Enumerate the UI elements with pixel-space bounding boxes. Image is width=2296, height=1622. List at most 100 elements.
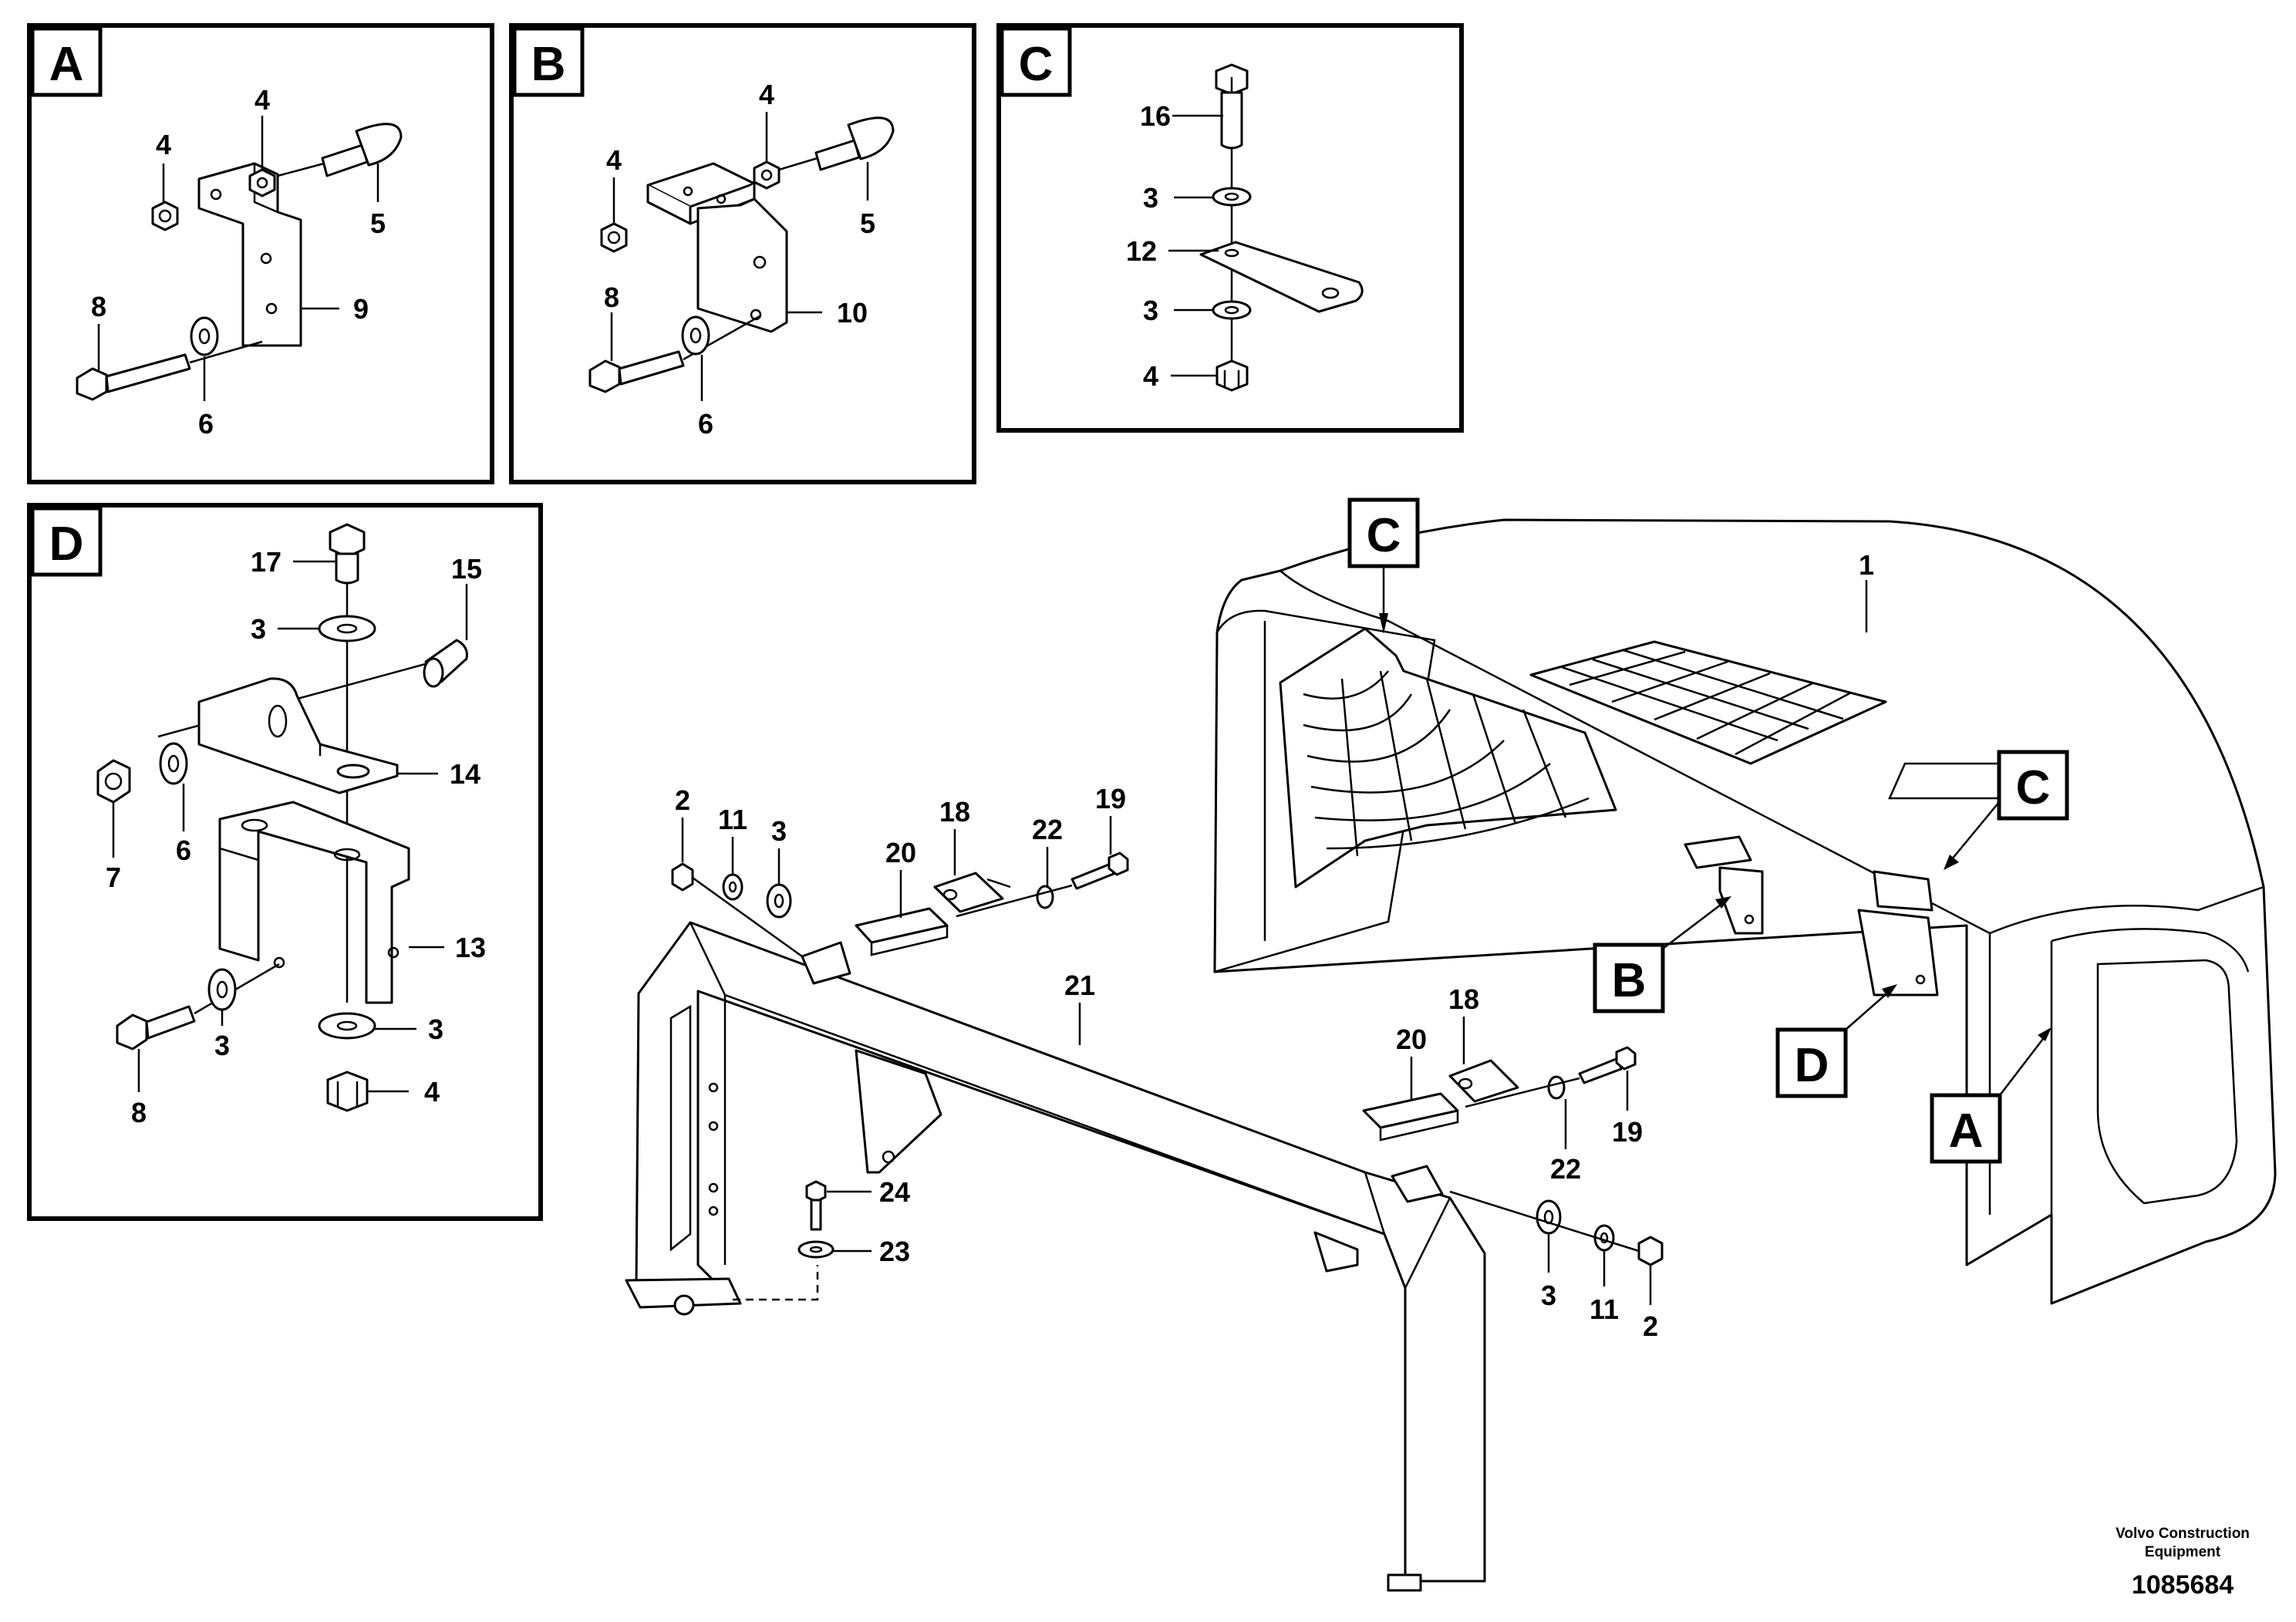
part-guard-frame-21 — [625, 921, 1486, 1592]
part-bolt-16 — [1215, 63, 1249, 150]
callout-letter: C — [1367, 509, 1401, 562]
part-washer-3 — [766, 883, 792, 919]
label: 5 — [860, 207, 875, 239]
drawing-number: 1085684 — [2132, 1570, 2234, 1600]
company-name-line1: Volvo Construction — [2116, 1526, 2250, 1542]
label: 10 — [837, 297, 868, 329]
label: 3 — [1143, 295, 1158, 326]
label: 12 — [1126, 235, 1157, 267]
part-bolt-19 — [1578, 1046, 1637, 1084]
callout-a: A — [1930, 1027, 2052, 1164]
callout-letter: C — [2016, 761, 2051, 814]
part-bolt-24 — [805, 1180, 827, 1231]
label: 4 — [1143, 360, 1158, 392]
panel-a-letter: A — [49, 38, 84, 91]
part-shim-20 — [855, 907, 949, 956]
label: 18 — [1448, 983, 1479, 1015]
label: 3 — [1143, 182, 1158, 214]
label: 5 — [370, 207, 386, 239]
label: 8 — [604, 282, 619, 313]
callout-letter: A — [1949, 1104, 1984, 1158]
part-nut-2 — [671, 862, 694, 892]
part-hinge-18 — [1448, 1059, 1519, 1103]
part-washer-3 — [318, 615, 376, 642]
panel-b-letter: B — [531, 38, 566, 91]
label: 19 — [1095, 783, 1126, 814]
part-stud-5 — [277, 123, 403, 177]
part-hinge-18 — [933, 872, 1011, 913]
label: 4 — [606, 144, 622, 176]
part-nut-4 — [248, 168, 276, 197]
part-washer-23 — [797, 1240, 834, 1259]
label: 8 — [131, 1097, 147, 1128]
callout-b: B — [1593, 896, 1731, 1013]
part-washer-6 — [159, 742, 188, 785]
label: 20 — [1396, 1023, 1427, 1055]
callout-letter: B — [1612, 954, 1647, 1007]
label: 14 — [450, 758, 480, 790]
part-stud-5 — [778, 116, 895, 171]
label: 18 — [939, 796, 970, 828]
label: 19 — [1612, 1116, 1643, 1148]
label: 3 — [1541, 1280, 1556, 1311]
label: 21 — [1064, 969, 1095, 1001]
footer-credit: Volvo Construction Equipment 1085684 — [2116, 1526, 2250, 1600]
part-bracket-10 — [646, 162, 788, 333]
label: 4 — [156, 129, 171, 160]
label: 4 — [424, 1076, 440, 1108]
detail-panel-a: A — [27, 23, 494, 484]
part-nut-4 — [151, 201, 179, 231]
hood-top-grille-mesh — [1561, 649, 1852, 756]
label: 20 — [885, 837, 916, 868]
label: 8 — [91, 291, 106, 322]
label: 23 — [879, 1236, 910, 1267]
part-nut-4 — [1215, 359, 1249, 392]
panel-d-letter: D — [49, 518, 84, 571]
part-washer-3 — [1212, 187, 1252, 207]
part-nut-4 — [326, 1071, 369, 1112]
callout-c-top: C — [1347, 497, 1420, 634]
part-nut-2 — [1637, 1236, 1664, 1266]
part-nut-7 — [96, 759, 131, 804]
part-washer-3 — [318, 1012, 376, 1040]
part-washer-6 — [681, 315, 710, 356]
label: 11 — [1590, 1293, 1619, 1325]
part-washer-3 — [207, 968, 237, 1011]
part-bolt-8 — [76, 340, 263, 401]
label: 9 — [353, 293, 369, 325]
part-bolt-17 — [329, 523, 366, 585]
label: 3 — [251, 613, 266, 645]
part-washer-6 — [190, 316, 219, 356]
part-washer-3 — [1212, 300, 1252, 320]
part-bracket-13 — [218, 801, 410, 1004]
label: 4 — [759, 79, 774, 110]
detail-panel-b: B — [509, 23, 976, 484]
company-name-line2: Equipment — [2145, 1544, 2221, 1560]
part-bracket-14 — [197, 677, 399, 794]
part-bolt-19 — [1070, 851, 1129, 890]
part-washer-11 — [722, 873, 743, 901]
callout-d: D — [1775, 984, 1897, 1098]
label: 3 — [214, 1030, 230, 1061]
part-washer-3 — [1536, 1199, 1562, 1235]
label: 4 — [255, 84, 270, 116]
part-shim-20 — [1362, 1092, 1459, 1141]
label: 6 — [176, 835, 191, 866]
label: 22 — [1032, 814, 1063, 845]
part-nut-4 — [600, 222, 628, 253]
label: 24 — [879, 1176, 910, 1208]
label: 17 — [251, 546, 282, 578]
label: 22 — [1550, 1153, 1581, 1185]
label: 2 — [1643, 1310, 1658, 1342]
part-bolt-8 — [588, 315, 760, 393]
label: 11 — [718, 804, 747, 835]
label: 16 — [1140, 100, 1171, 132]
label: 13 — [455, 932, 486, 963]
part-engine-hood-1 — [1213, 518, 2277, 1305]
detail-panel-c: C 16 3 12 3 — [996, 23, 1464, 433]
part-washer-22 — [1036, 885, 1054, 909]
label: 7 — [106, 862, 121, 893]
part-washer-22 — [1547, 1075, 1566, 1100]
hood-side-grille-mesh — [1303, 670, 1590, 857]
